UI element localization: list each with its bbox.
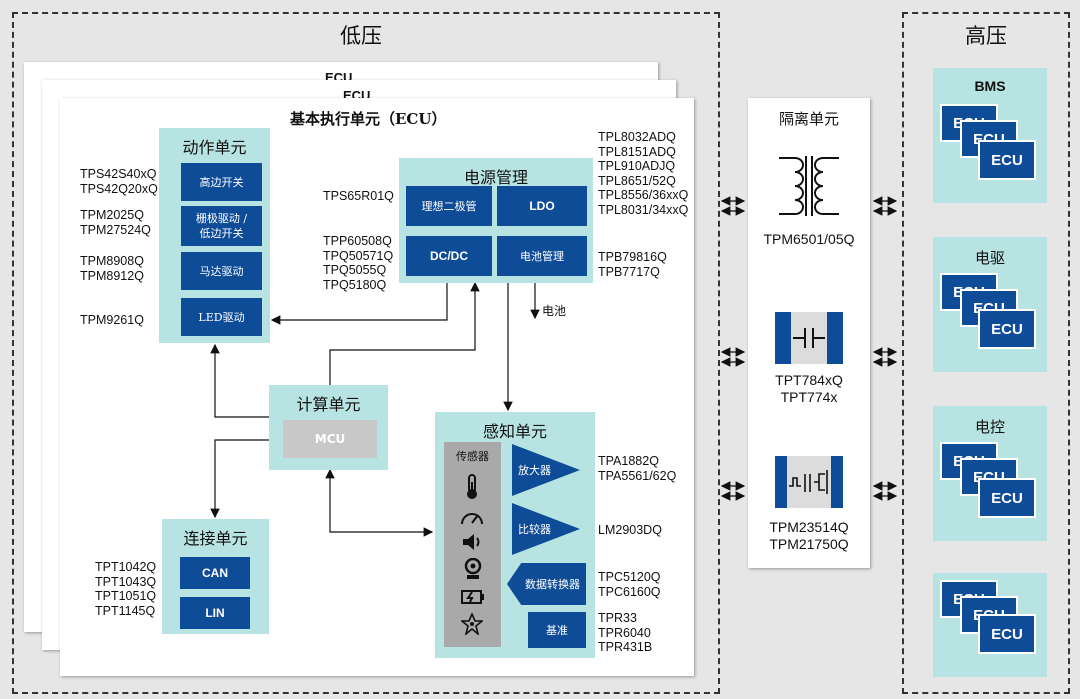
hv-control-ecu-card-front: ECU — [978, 478, 1036, 518]
sensor-label: 传感器 — [456, 450, 489, 463]
gate-driver-block: 栅极驱动 / 低边开关 — [181, 206, 262, 246]
led-driver-parts: TPM9261Q — [80, 313, 144, 327]
battery-icon — [461, 590, 484, 604]
hv-group-drive-title: 电驱 — [974, 249, 1005, 267]
speaker-icon — [463, 534, 480, 550]
camera-icon — [464, 558, 482, 579]
ecu-title: 基本执行单元（ECU） — [290, 110, 447, 128]
battery-mgmt-parts: TPB79816Q TPB7717Q — [598, 250, 667, 279]
reference-parts: TPR33 TPR6040 TPR431B — [598, 611, 653, 654]
battery-mgmt-block: 电池管理 — [497, 236, 587, 276]
led-driver-block: LED驱动 — [181, 298, 262, 336]
amplifier-parts: TPA1882Q TPA5561/62Q — [598, 454, 677, 483]
capacitor-isolator-parts: TPT784xQ TPT774x — [775, 372, 843, 405]
converter-parts: TPC5120Q TPC6160Q — [598, 570, 661, 599]
high-voltage-title: 高压 — [965, 24, 1007, 48]
high-side-switch-block: 高边开关 — [181, 163, 262, 201]
gate-driver-parts: TPM2025Q TPM27524Q — [80, 208, 151, 237]
compute-unit-title: 计算单元 — [296, 395, 361, 414]
low-voltage-region — [12, 12, 720, 694]
hv-group-bms-title: BMS — [974, 78, 1006, 94]
gauge-icon — [461, 513, 483, 525]
thermometer-icon — [467, 474, 477, 499]
power-unit-title: 电源管理 — [463, 168, 528, 187]
dcdc-block: DC/DC — [406, 236, 492, 276]
hv-bms-ecu-card-front: ECU — [978, 140, 1036, 180]
high-side-switch-parts: TPS42S40xQ TPS42Q20xQ — [80, 167, 158, 196]
comparator-parts: LM2903DQ — [598, 523, 662, 537]
ideal-diode-parts: TPS65R01Q — [323, 189, 394, 203]
transformer-parts: TPM6501/05Q — [763, 231, 855, 247]
capacitor-isolator-icon — [775, 312, 843, 364]
transformer-icon — [779, 156, 839, 216]
isolated-driver-icon — [775, 456, 843, 508]
ideal-diode-block: 理想二极管 — [406, 186, 492, 226]
motor-driver-block: 马达驱动 — [181, 252, 262, 290]
battery-label: 电池 — [542, 304, 567, 318]
sense-unit-title: 感知单元 — [482, 422, 547, 441]
ldo-parts: TPL8032ADQ TPL8151ADQ TPL910ADJQ TPL8651… — [598, 130, 689, 217]
hv-other-ecu-card-front: ECU — [978, 614, 1036, 654]
hv-drive-ecu-card-front: ECU — [978, 309, 1036, 349]
high-voltage-region — [902, 12, 1070, 694]
mcu-block: MCU — [283, 420, 377, 458]
action-unit-title: 动作单元 — [182, 138, 247, 157]
motor-driver-parts: TPM8908Q TPM8912Q — [80, 254, 144, 283]
hv-group-control-title: 电控 — [974, 418, 1005, 436]
dcdc-parts: TPP60508Q TPQ50571Q TPQ5055Q TPQ5180Q — [323, 234, 394, 292]
low-voltage-title: 低压 — [340, 24, 382, 48]
connect-parts: TPT1042Q TPT1043Q TPT1051Q TPT1145Q — [95, 560, 157, 618]
can-block: CAN — [180, 557, 250, 589]
connect-unit-title: 连接单元 — [183, 529, 248, 548]
radar-icon — [461, 613, 483, 635]
reference-block: 基准 — [528, 612, 586, 648]
ldo-block: LDO — [497, 186, 587, 226]
data-converter-block: 数据转换器 — [507, 563, 586, 605]
isolated-driver-parts: TPM23514Q TPM21750Q — [769, 519, 849, 552]
lin-block: LIN — [180, 597, 250, 629]
isolation-unit-title: 隔离单元 — [778, 110, 839, 128]
